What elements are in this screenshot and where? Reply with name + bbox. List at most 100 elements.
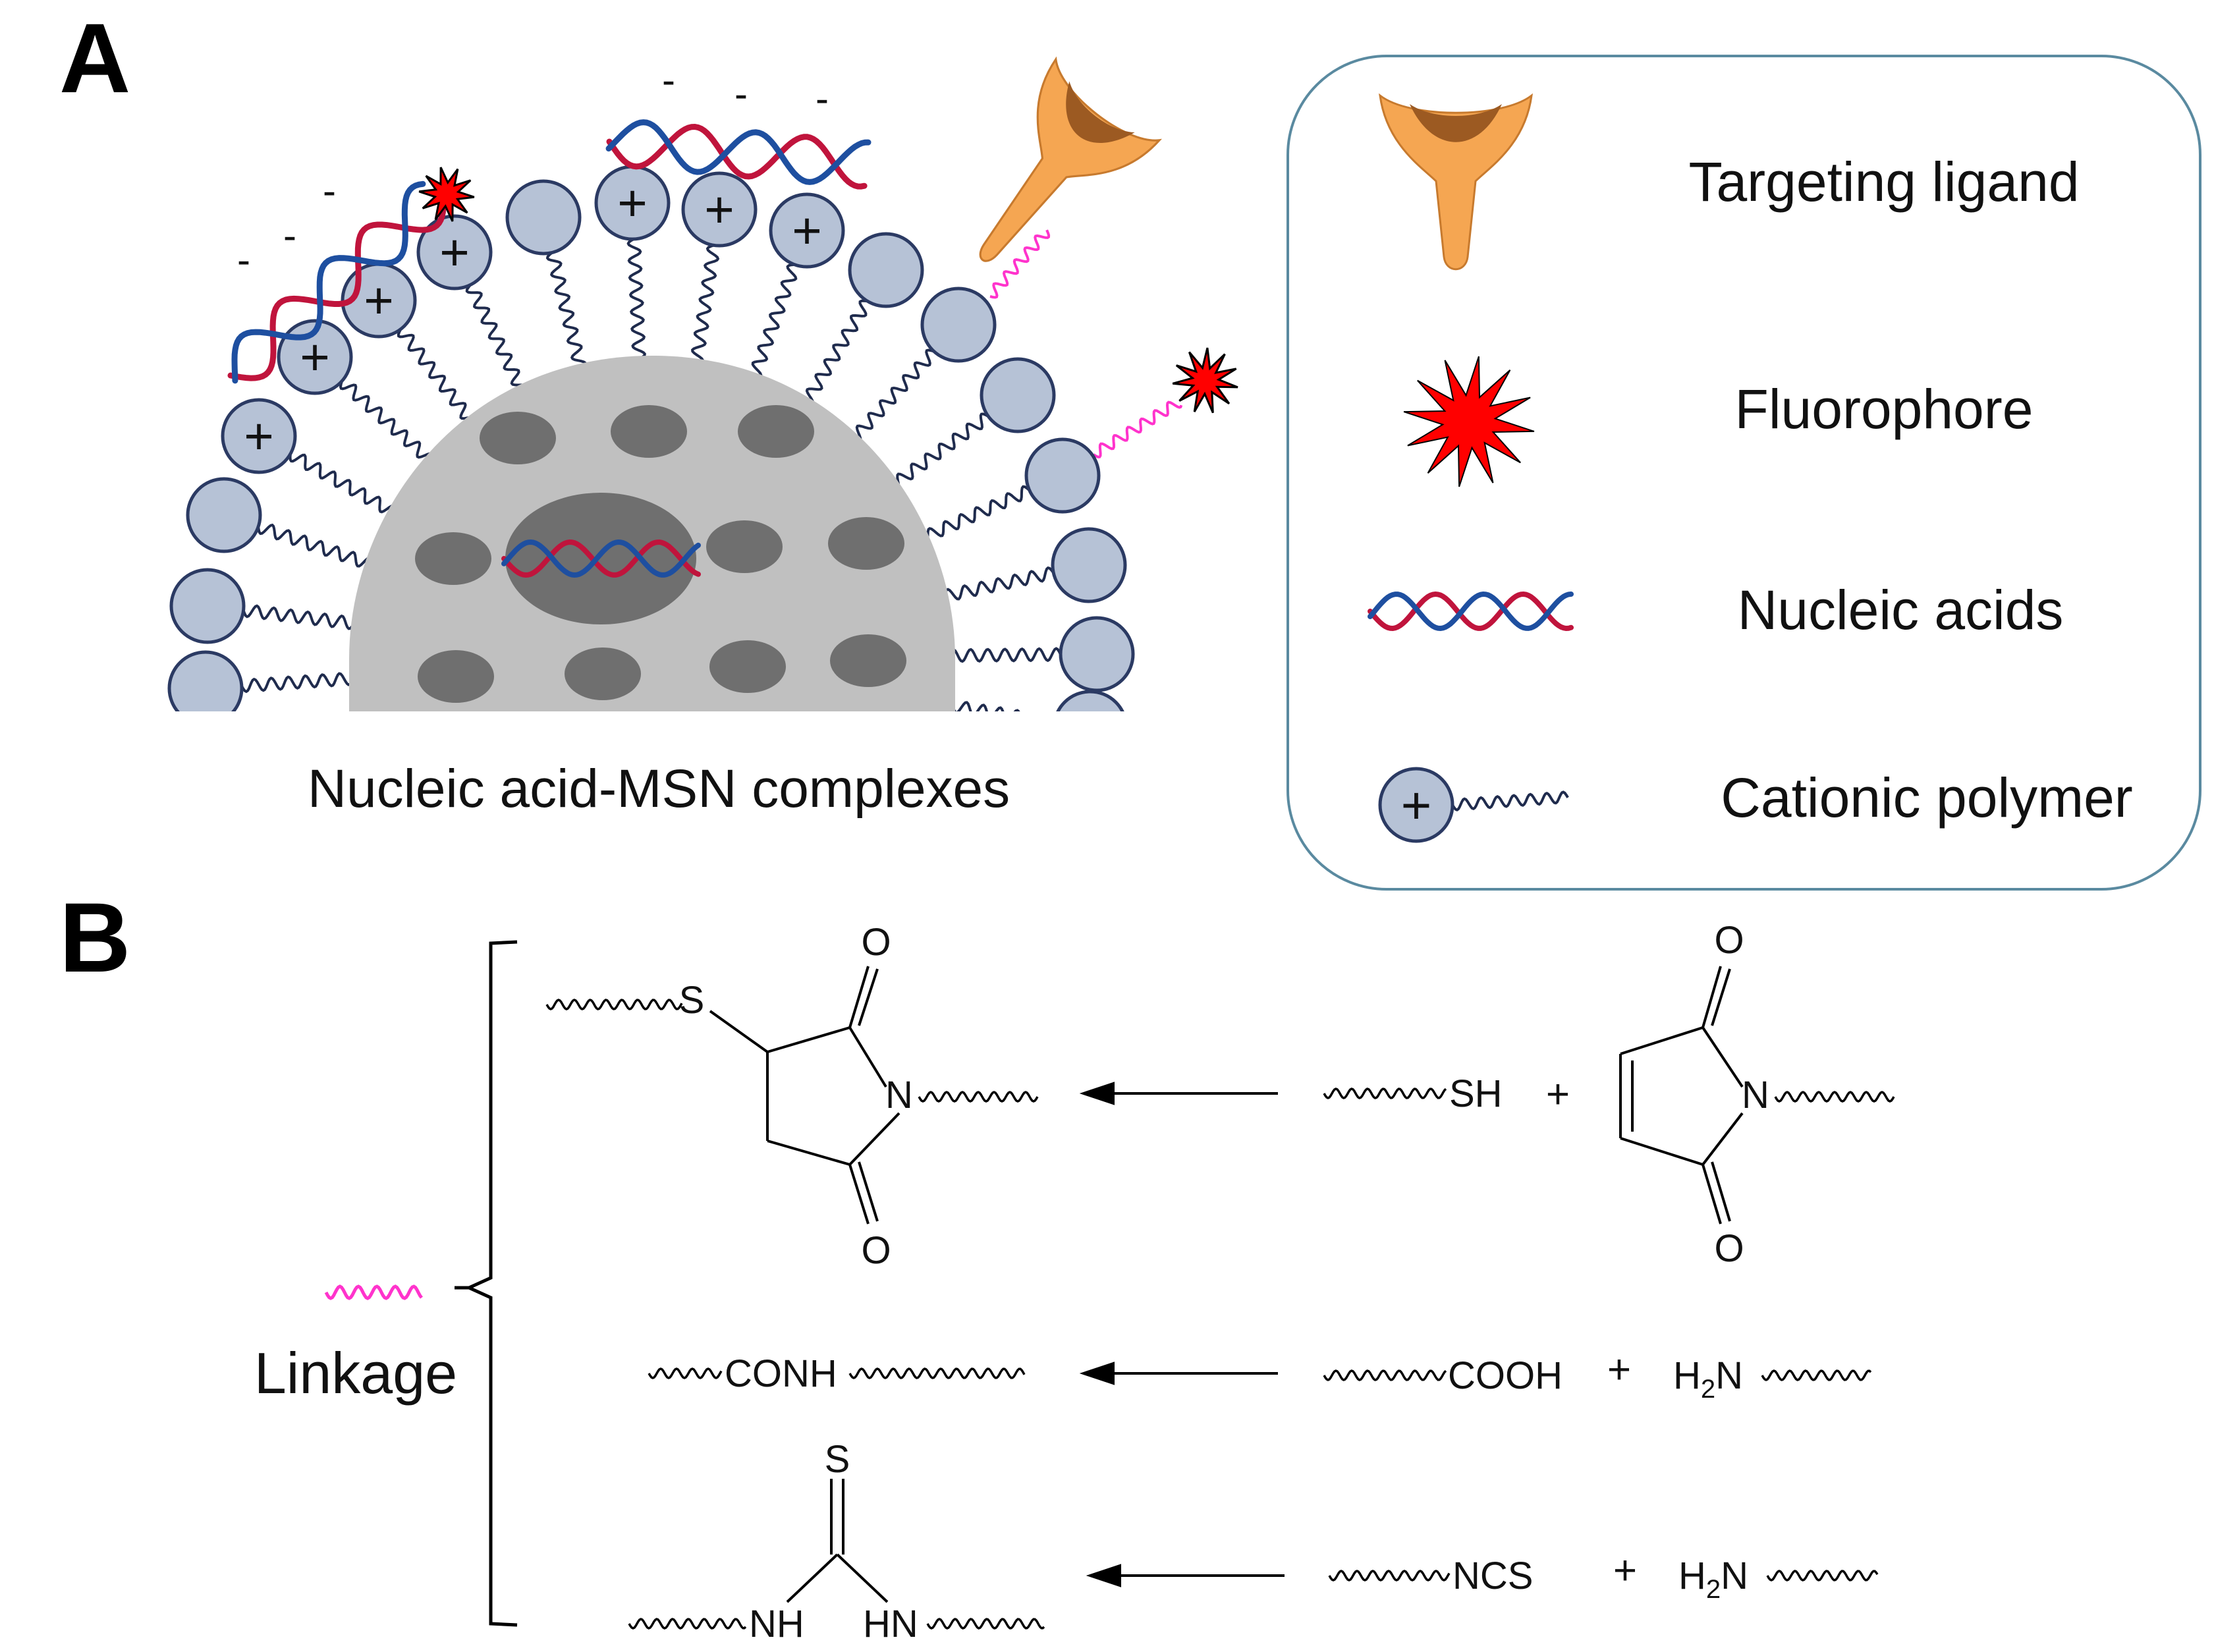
surface-dna-top-blue-strand <box>605 119 872 185</box>
legend-dna-blue-strand <box>1368 591 1574 632</box>
wavy-bond <box>1323 1088 1447 1099</box>
wavy-bond <box>918 1091 1039 1103</box>
nucleic-acid-in-pore <box>501 539 701 578</box>
maleimide-plus: + <box>1546 1072 1570 1117</box>
cationic-bead <box>186 477 262 553</box>
minus-sign: - <box>283 213 296 258</box>
bead-plus-sign: + <box>439 223 470 281</box>
polymer-chain <box>242 604 368 632</box>
pore <box>709 640 786 693</box>
cationic-bead <box>416 214 493 290</box>
bead-plus-sign: + <box>244 407 274 465</box>
polymer-chain <box>688 244 720 369</box>
polymer-chain <box>257 523 375 573</box>
negative-charges: ------ <box>237 58 829 282</box>
amide-plus: + <box>1607 1347 1631 1392</box>
cationic-bead <box>769 192 845 269</box>
cationic-bead <box>1056 690 1124 711</box>
wavy-bond <box>926 1618 1045 1630</box>
linkage-symbol <box>324 1284 423 1300</box>
ligand-linker <box>989 229 1051 299</box>
wavy-bond <box>1323 1369 1447 1381</box>
panel-a-label: A <box>59 3 130 113</box>
cationic-bead <box>167 650 244 711</box>
polymer-chains <box>240 238 1062 711</box>
minus-sign: - <box>237 238 250 282</box>
cationic-bead <box>848 232 924 308</box>
wavy-bond <box>1328 1570 1451 1582</box>
polymer-chain <box>935 647 1062 663</box>
amide-reactant-amine: H2N <box>1673 1354 1743 1404</box>
wavy-bond <box>628 1618 747 1630</box>
surface-targeting-ligand <box>979 56 1162 262</box>
bead-plus-sign: + <box>792 202 822 260</box>
surface-dna-left-red-strand <box>227 204 447 381</box>
core-pores <box>415 405 906 703</box>
pore <box>611 405 687 458</box>
pore <box>830 634 906 687</box>
polymer-chain <box>339 381 434 470</box>
legend-box: Targeting ligand Fluorophore Nucleic aci… <box>1287 55 2201 891</box>
cationic-bead <box>1024 437 1101 514</box>
legend-plus-sign: + <box>1401 776 1432 835</box>
cationic-bead <box>169 568 246 644</box>
polymer-chain <box>397 328 478 433</box>
maleimide-product-n: N <box>885 1074 913 1116</box>
bead-plus-sign: + <box>704 180 734 238</box>
polymer-chain <box>289 453 397 522</box>
wavy-bond <box>1766 1570 1879 1582</box>
core-dna-blue-strand <box>501 539 701 578</box>
legend-label-ligand: Targeting ligand <box>1688 151 2079 213</box>
polymer-chain <box>929 566 1055 604</box>
minus-sign: - <box>734 72 748 116</box>
minus-sign: - <box>323 169 336 213</box>
maleimide-product-o-bottom: O <box>861 1229 891 1272</box>
wavy-bond <box>545 999 683 1010</box>
legend-label-nucleic: Nucleic acids <box>1738 579 2064 641</box>
polymer-chain <box>240 671 368 694</box>
reaction-arrows <box>1079 1082 1285 1587</box>
wavy-bond <box>1774 1091 1895 1103</box>
bead-plus-sign: + <box>617 174 648 232</box>
bead-plus-sign: + <box>364 271 394 329</box>
pore <box>828 517 904 570</box>
amide-reactant-acid: COOH <box>1448 1354 1563 1397</box>
legend-label-cationic: Cationic polymer <box>1721 767 2133 829</box>
surface-dna-top-red-strand <box>606 123 868 190</box>
surface-dna-left-blue-strand <box>231 180 426 384</box>
thiourea-reactant-amine: H2N <box>1678 1555 1748 1604</box>
pore <box>738 405 814 458</box>
cationic-bead <box>980 357 1056 433</box>
minus-sign: - <box>816 76 829 121</box>
polymer-chain <box>626 238 646 365</box>
pore <box>418 650 494 703</box>
pore <box>480 412 556 464</box>
surface-nucleic-acids <box>227 119 872 384</box>
legend-nucleic-acid-icon <box>1368 591 1574 632</box>
reaction-bracket <box>464 940 518 1627</box>
legend-cationic-icon: + <box>1378 767 1569 843</box>
thiourea-product-hn: HN <box>863 1603 918 1645</box>
wavy-bond <box>1761 1369 1872 1381</box>
thiourea-product-nh: NH <box>749 1603 804 1645</box>
cationic-bead <box>1059 616 1135 692</box>
wavy-bond <box>648 1367 723 1379</box>
linker-chains <box>989 229 1183 458</box>
polymer-chain <box>745 263 798 381</box>
amide-product: CONH <box>725 1352 837 1395</box>
substituent-wavy-bonds <box>545 999 1895 1630</box>
polymer-chain <box>465 284 528 401</box>
thiourea-product-s: S <box>825 1438 850 1481</box>
maleimide-reactant-o-top: O <box>1714 919 1744 962</box>
wavy-bond <box>848 1367 1026 1379</box>
maleimide-reactant-o-bottom: O <box>1714 1227 1744 1270</box>
pore <box>415 532 491 585</box>
cationic-bead <box>221 398 297 474</box>
legend-fluorophore-icon <box>1403 356 1535 487</box>
maleimide-reactant-n: N <box>1742 1074 1769 1116</box>
surface-fluorophore-top <box>418 167 475 222</box>
legend-ligand-icon <box>1379 93 1533 271</box>
panel-a-caption: Nucleic acid-MSN complexes <box>308 759 1010 819</box>
panel-b-label: B <box>59 882 130 993</box>
